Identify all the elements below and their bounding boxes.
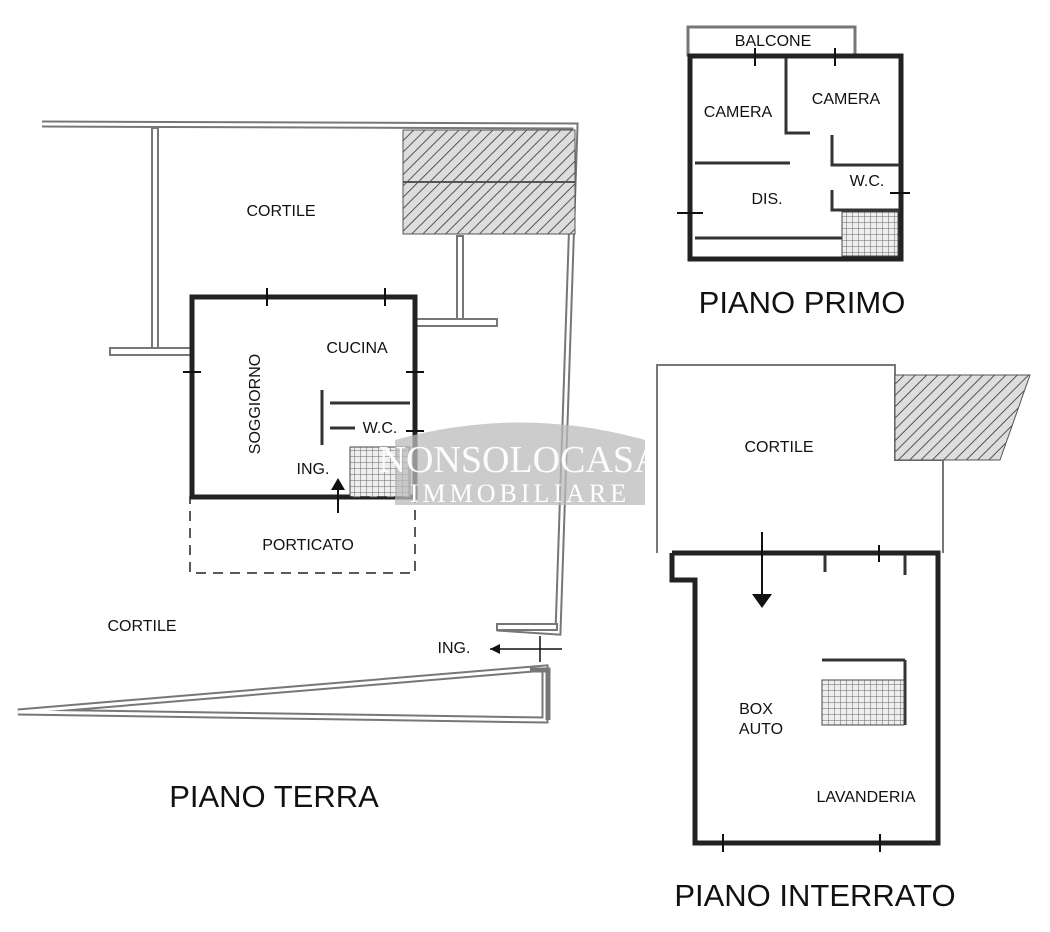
entrance-arrow [331, 478, 345, 513]
room-label-wc: W.C. [850, 173, 885, 190]
room-label-cortile: CORTILE [744, 439, 813, 456]
room-label-wc: W.C. [363, 420, 398, 437]
room-label-balcone: BALCONE [735, 33, 811, 50]
piano-interrato-plan: CORTILE BOX AUTO LAVANDERIA PIANO INTERR… [656, 364, 1031, 913]
room-label-dis: DIS. [751, 191, 782, 208]
room-label-cucina: CUCINA [326, 340, 388, 357]
floor-title-piano-terra: PIANO TERRA [169, 779, 379, 814]
room-label-box: BOX [739, 701, 773, 718]
entrance-label: ING. [297, 461, 330, 478]
room-label-camera: CAMERA [704, 104, 773, 121]
room-label-camera: CAMERA [812, 91, 881, 108]
house-walls [183, 288, 424, 500]
room-label-soggiorno: SOGGIORNO [247, 354, 264, 454]
garden-walls [109, 127, 558, 720]
watermark-text: NONSOLOCASA [379, 439, 662, 481]
piano-primo-plan: BALCONE CAMERA CAMERA DIS. W.C. PIANO PR… [677, 25, 910, 320]
room-label-porticato: PORTICATO [262, 537, 354, 554]
outer-entrance-arrow [490, 636, 562, 662]
porticato-outline [189, 496, 416, 574]
staircase [821, 679, 905, 726]
entrance-label: ING. [438, 640, 471, 657]
floor-title-piano-interrato: PIANO INTERRATO [674, 878, 955, 913]
room-label-lavanderia: LAVANDERIA [817, 789, 916, 806]
piano-terra-plan: CORTILE CUCINA SOGGIORNO W.C. ING. PORTI… [17, 120, 579, 814]
floor-title-piano-primo: PIANO PRIMO [699, 285, 906, 320]
watermark-logo: NONSOLOCASA IMMOBILIARE [379, 422, 662, 508]
driveway-arrow [752, 532, 772, 608]
room-label-auto: AUTO [739, 721, 783, 738]
room-label-cortile: CORTILE [246, 203, 315, 220]
staircase [841, 211, 899, 257]
watermark-text: IMMOBILIARE [410, 479, 630, 508]
room-label-cortile: CORTILE [107, 618, 176, 635]
hatched-area [894, 374, 1031, 461]
